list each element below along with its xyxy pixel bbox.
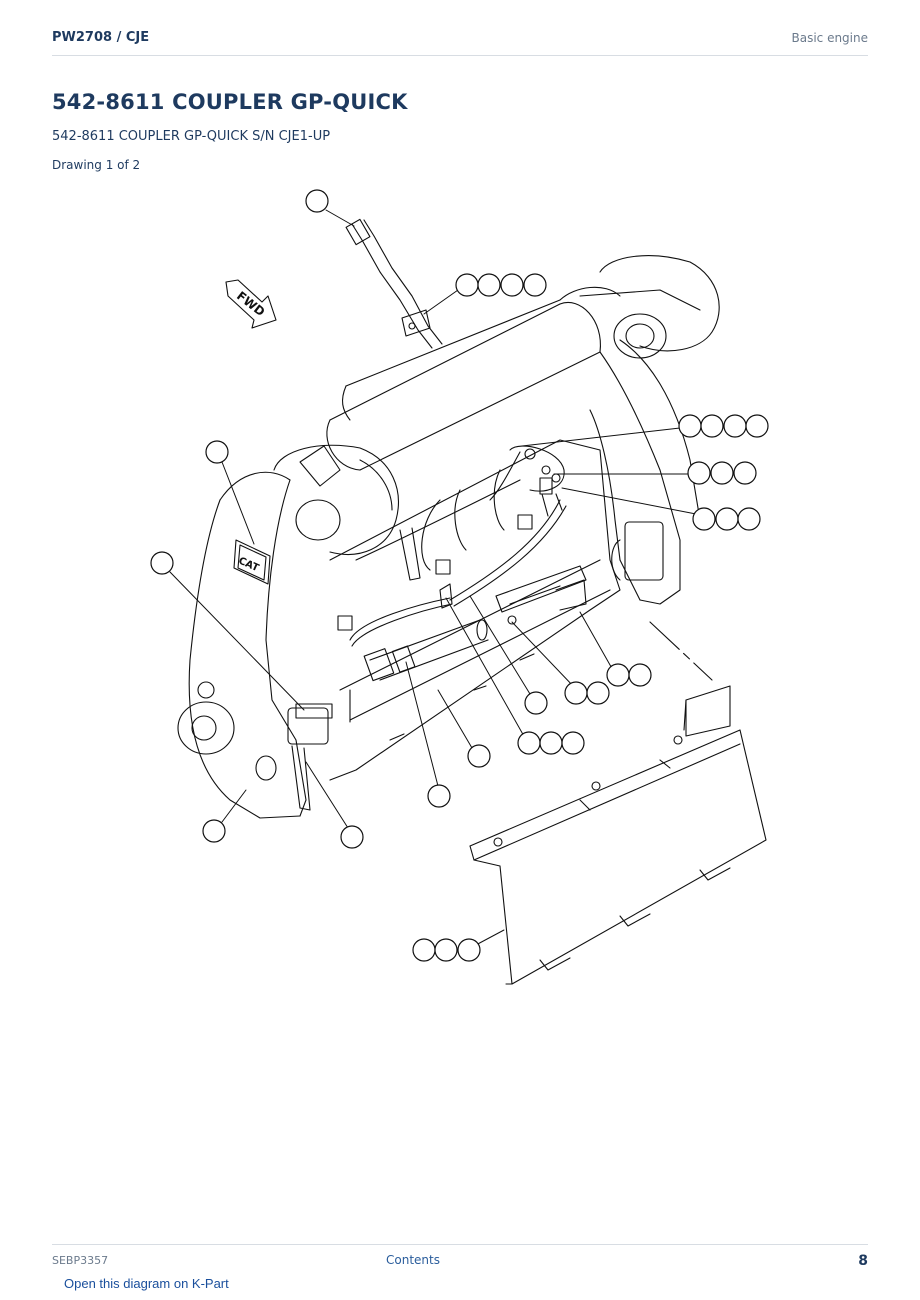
drawing-count: Drawing 1 of 2 <box>52 158 141 172</box>
section-name: Basic engine <box>791 31 868 45</box>
page-title: 542-8611 COUPLER GP-QUICK <box>52 90 408 114</box>
page-footer: SEBP3357 Contents 8 <box>52 1244 868 1274</box>
hydraulic-hose <box>345 218 443 349</box>
page-number: 8 <box>858 1253 868 1269</box>
right-side-plate <box>589 339 701 605</box>
page-subtitle: 542-8611 COUPLER GP-QUICK S/N CJE1-UP <box>52 129 331 144</box>
model-serial-prefix: PW2708 / CJE <box>52 30 150 45</box>
document-id: SEBP3357 <box>52 1254 109 1267</box>
fwd-arrow-icon: FWD <box>225 279 277 329</box>
contents-link[interactable]: Contents <box>386 1253 440 1267</box>
coupler-frame <box>329 439 621 781</box>
wear-plate <box>469 621 767 985</box>
callout-circles <box>150 189 769 962</box>
page-header: PW2708 / CJE Basic engine <box>52 28 868 56</box>
left-side-plate <box>177 471 333 819</box>
cross-tube <box>326 299 601 471</box>
parts-diagram: FWD <box>150 189 769 985</box>
right-pivot-boss <box>559 255 720 359</box>
cat-logo-decal: CAT <box>233 539 271 585</box>
leader-lines <box>169 209 697 947</box>
open-kpart-link[interactable]: Open this diagram on K-Part <box>64 1276 229 1291</box>
left-pivot-boss <box>273 444 399 555</box>
